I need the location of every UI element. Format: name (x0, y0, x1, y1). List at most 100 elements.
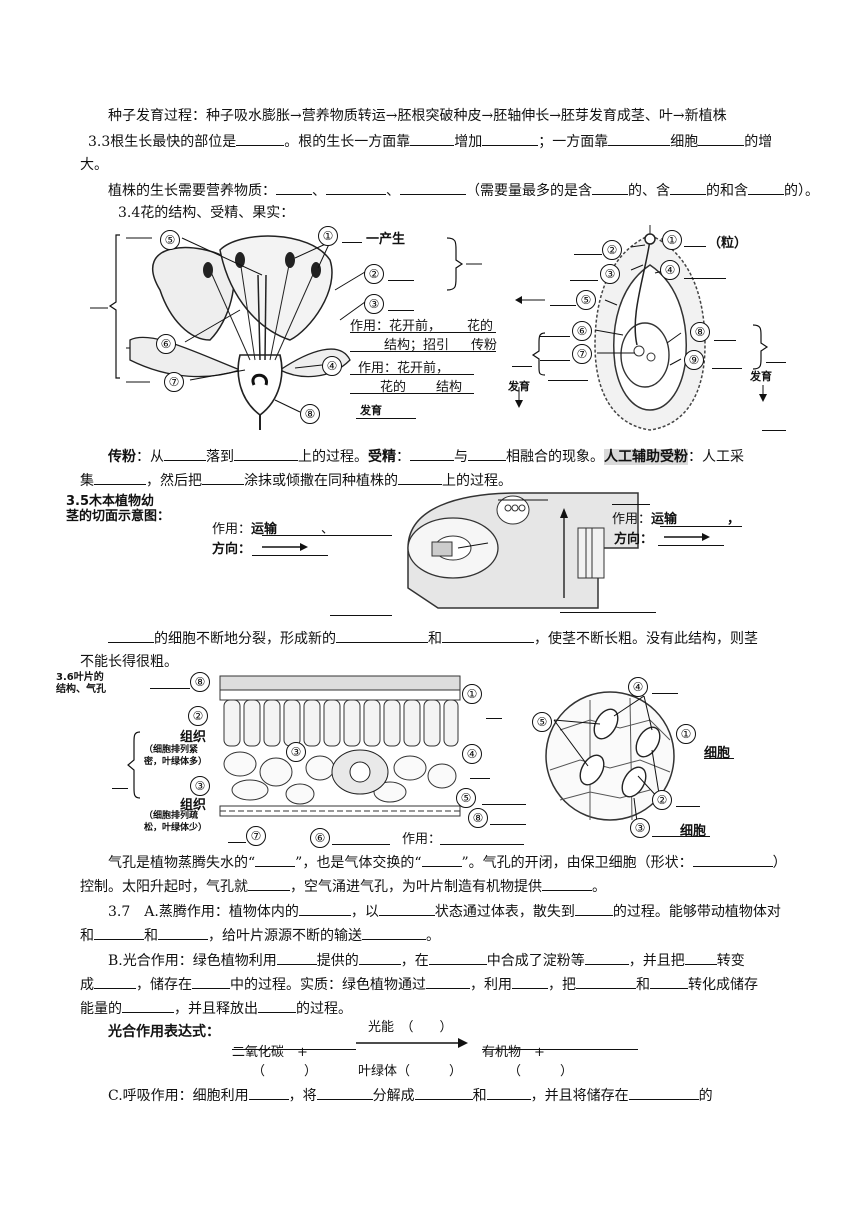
blank-field[interactable] (440, 844, 524, 845)
blank-field[interactable] (316, 1085, 373, 1100)
blank-field[interactable] (410, 446, 454, 461)
text: C.呼吸作用：细胞利用 (108, 1088, 249, 1104)
blank-field[interactable] (276, 180, 312, 195)
blank-field[interactable] (336, 628, 428, 643)
blank-field[interactable] (482, 804, 526, 805)
text: ，将 (288, 1088, 317, 1104)
blank-field[interactable] (652, 836, 710, 837)
blank-field[interactable] (332, 844, 390, 845)
blank-field[interactable] (94, 925, 144, 940)
blank-field[interactable] (150, 688, 190, 689)
flower-label-5: ⑤ (160, 230, 180, 250)
blank-field[interactable] (468, 446, 506, 461)
blank-field[interactable] (421, 852, 462, 867)
photosynthesis-line-3: 能量的，并且释放出的过程。 (80, 998, 352, 1019)
blank-field[interactable] (202, 470, 244, 485)
blank-field[interactable] (248, 876, 290, 891)
blank-field[interactable] (698, 131, 745, 146)
blank-field[interactable] (342, 242, 362, 243)
blank-field[interactable] (410, 131, 455, 146)
blank-field[interactable] (362, 925, 426, 940)
blank-field[interactable] (628, 1085, 699, 1100)
blank-field[interactable] (548, 380, 588, 381)
blank-field[interactable] (592, 180, 628, 195)
blank-field[interactable] (650, 974, 688, 989)
blank-field[interactable] (356, 418, 416, 419)
blank-field[interactable] (704, 758, 734, 759)
blank-field[interactable] (550, 305, 576, 306)
blank-field[interactable] (608, 131, 671, 146)
blank-field[interactable] (540, 360, 570, 361)
blank-field[interactable] (584, 950, 629, 965)
blank-field[interactable] (482, 131, 539, 146)
blank-field[interactable] (108, 628, 154, 643)
blank-field[interactable] (400, 180, 466, 195)
blank-field[interactable] (276, 950, 317, 965)
blank-field[interactable] (512, 974, 548, 989)
blank-field[interactable] (112, 788, 128, 789)
blank-field[interactable] (574, 901, 613, 916)
blank-field[interactable] (486, 718, 502, 719)
blank-field[interactable] (158, 925, 208, 940)
blank-field[interactable] (766, 362, 786, 363)
blank-field[interactable] (258, 998, 296, 1013)
blank-field[interactable] (236, 131, 285, 146)
blank-field[interactable] (426, 974, 470, 989)
blank-field[interactable] (762, 430, 786, 431)
blank-field[interactable] (350, 393, 474, 394)
blank-field[interactable] (358, 950, 401, 965)
blank-field[interactable] (574, 254, 602, 255)
blank-field[interactable] (712, 368, 742, 369)
blank-field[interactable] (262, 535, 392, 536)
blank-field[interactable] (570, 280, 598, 281)
blank-field[interactable] (542, 876, 592, 891)
text: ，并且将储存在 (530, 1088, 629, 1104)
blank-field[interactable] (428, 950, 487, 965)
blank-field[interactable] (676, 806, 700, 807)
blank-field[interactable] (670, 180, 706, 195)
blank-field[interactable] (398, 470, 442, 485)
blank-field[interactable] (350, 332, 496, 333)
blank-field[interactable] (414, 1085, 473, 1100)
blank-field[interactable] (540, 336, 570, 337)
flower-label-3: ③ (364, 294, 384, 314)
blank-field[interactable] (388, 310, 414, 311)
blank-field[interactable] (560, 612, 656, 613)
blank-field[interactable] (350, 351, 496, 352)
blank-field[interactable] (512, 366, 532, 367)
blank-field[interactable] (248, 1085, 289, 1100)
blank-field[interactable] (330, 615, 392, 616)
blank-field[interactable] (228, 842, 246, 843)
blank-field[interactable] (326, 180, 386, 195)
blank-field[interactable] (164, 446, 206, 461)
blank-field[interactable] (684, 278, 726, 279)
blank-field[interactable] (660, 526, 742, 527)
blank-field[interactable] (378, 901, 435, 916)
blank-field[interactable] (234, 446, 298, 461)
blank-field[interactable] (714, 340, 736, 341)
blank-field[interactable] (684, 950, 717, 965)
blank-field[interactable] (252, 555, 328, 556)
blank-field[interactable] (442, 628, 534, 643)
blank-field[interactable] (486, 1085, 531, 1100)
blank-field[interactable] (255, 852, 296, 867)
blank-field[interactable] (652, 693, 678, 694)
blank-field[interactable] (470, 778, 490, 779)
blank-field[interactable] (122, 998, 174, 1013)
blank-field[interactable] (388, 280, 414, 281)
blank-field[interactable] (94, 974, 136, 989)
blank-field[interactable] (748, 180, 784, 195)
root-growth-line-cont: 大。 (80, 157, 108, 173)
stoma-label-3: ③ (630, 818, 650, 838)
blank-field[interactable] (658, 545, 724, 546)
blank-field[interactable] (192, 974, 230, 989)
blank-field[interactable] (490, 824, 526, 825)
blank-field[interactable] (612, 504, 650, 505)
blank-field[interactable] (576, 974, 636, 989)
blank-field[interactable] (298, 901, 351, 916)
blank-field[interactable] (350, 374, 474, 375)
blank-field[interactable] (684, 246, 706, 247)
text: 落到 (206, 449, 234, 465)
blank-field[interactable] (692, 852, 773, 867)
blank-field[interactable] (94, 470, 146, 485)
